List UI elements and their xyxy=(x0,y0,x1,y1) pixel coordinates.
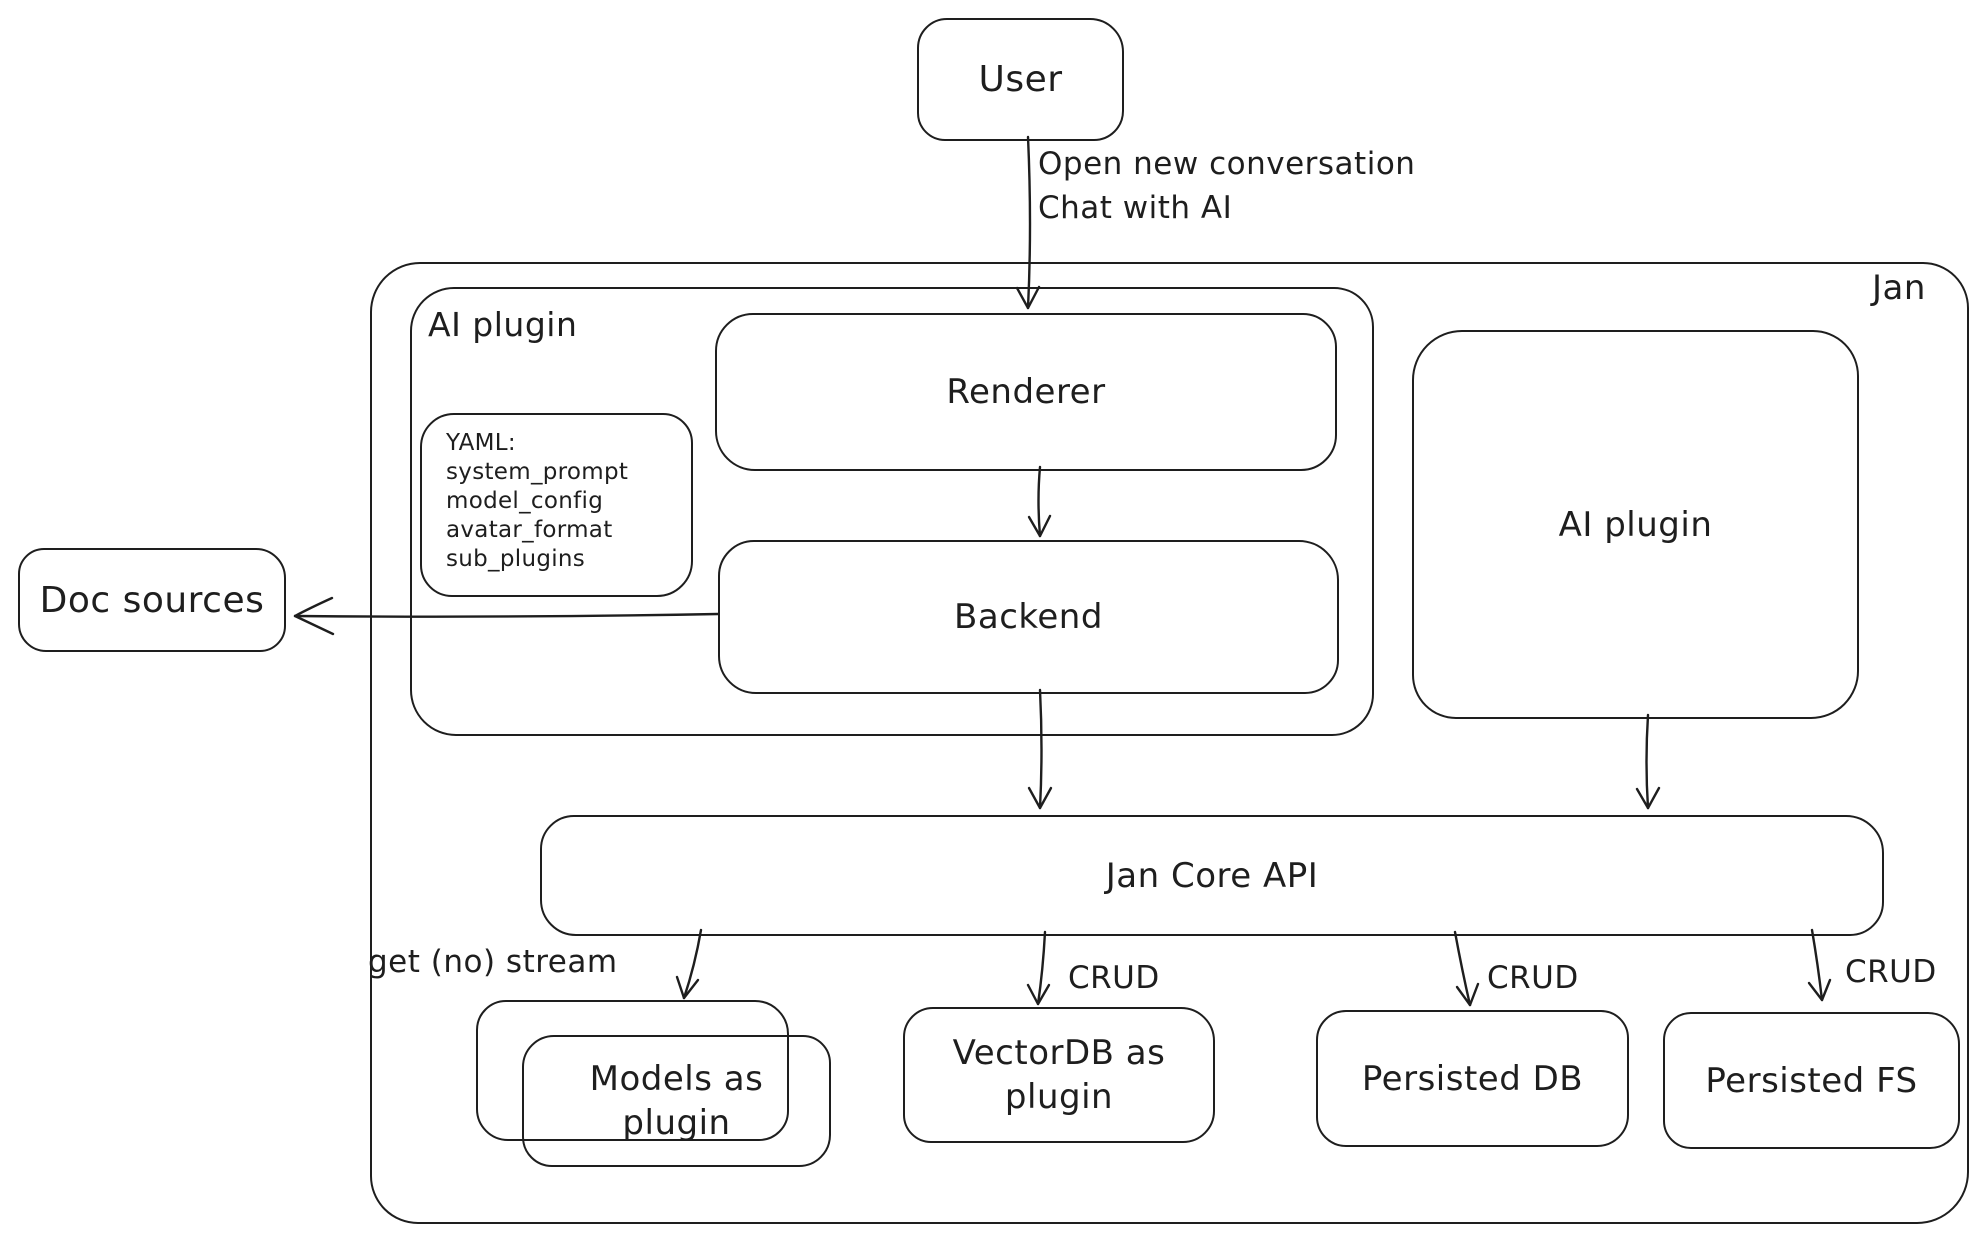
yaml-line: avatar_format xyxy=(446,517,613,543)
node-models-as-plugin-back xyxy=(476,1000,789,1141)
node-yaml-note: YAML: system_prompt model_config avatar_… xyxy=(420,413,693,597)
container-ai-plugin-label: AI plugin xyxy=(428,305,578,344)
node-backend: Backend xyxy=(718,540,1339,694)
node-ai-plugin: AI plugin xyxy=(1412,330,1859,719)
container-jan xyxy=(370,262,1969,1224)
node-doc-sources: Doc sources xyxy=(18,548,286,652)
yaml-line: YAML: xyxy=(446,430,516,456)
edge-label-crud-persisted-fs: CRUD xyxy=(1845,954,1937,990)
yaml-line: system_prompt xyxy=(446,459,629,485)
edge-label-crud-persisted-db: CRUD xyxy=(1487,960,1579,996)
node-user: User xyxy=(917,18,1124,141)
edge-label-chat-with-ai: Chat with AI xyxy=(1038,190,1233,226)
yaml-line: sub_plugins xyxy=(446,546,586,572)
yaml-line: model_config xyxy=(446,488,604,514)
edge-label-get-no-stream: get (no) stream xyxy=(368,944,618,980)
node-renderer: Renderer xyxy=(715,313,1337,471)
node-models-as-plugin: Models as plugin xyxy=(522,1035,831,1167)
container-jan-label: Jan xyxy=(1872,268,1926,308)
node-jan-core-api: Jan Core API xyxy=(540,815,1884,936)
node-vectordb-as-plugin: VectorDB as plugin xyxy=(903,1007,1215,1143)
edge-label-open-conversation: Open new conversation xyxy=(1038,146,1416,182)
container-ai-plugin xyxy=(410,287,1374,736)
node-persisted-db: Persisted DB xyxy=(1316,1010,1629,1147)
edge-label-crud-vectordb: CRUD xyxy=(1068,960,1160,996)
node-persisted-fs: Persisted FS xyxy=(1663,1012,1960,1149)
